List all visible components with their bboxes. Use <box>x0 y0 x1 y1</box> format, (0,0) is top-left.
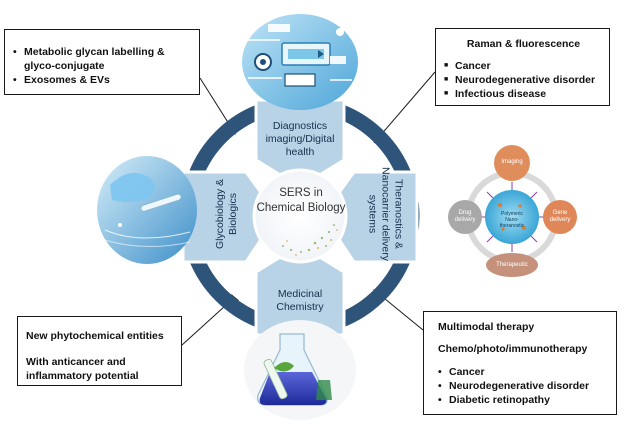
callout-item: Cancer <box>438 365 610 379</box>
callout-subtitle: Chemo/photo/immunotherapy <box>438 343 588 355</box>
segment-label-diagnostics: Diagnostics imaging/Digital health <box>265 120 335 158</box>
node-imaging <box>494 145 530 181</box>
callout-medicinal-chemistry: New phytochemical entities With anticanc… <box>17 316 182 386</box>
node-label-therapeutic: Therapeutic <box>496 262 528 268</box>
segment-label-glycobiology: Glycobiology & Biologics <box>214 178 239 250</box>
callout-theranostics: Multimodal therapy Chemo/photo/immunothe… <box>423 311 617 415</box>
node-therapeutic <box>486 253 538 277</box>
callout-diagnostics: Raman & fluorescence Cancer Neurodegener… <box>435 28 610 106</box>
center-circle <box>252 168 348 264</box>
diagnostics-image <box>242 14 358 110</box>
glycobiology-image <box>97 156 197 264</box>
callout-title: Raman & fluorescence <box>466 38 581 50</box>
callout-item: Neurodegenerative disorder <box>444 73 603 87</box>
node-label-gene-delivery: Gene delivery <box>549 210 571 223</box>
center-title: SERS in Chemical Biology <box>256 187 346 214</box>
raman-spectrum-dots-warm <box>286 229 338 256</box>
raman-spectrum-dots <box>282 224 335 253</box>
callout-glycobiology: Metabolic glycan labelling & glyco-conju… <box>4 29 200 95</box>
callout-item: Exosomes & EVs <box>13 73 193 87</box>
callout-line: With anticancer and inflammatory potenti… <box>26 356 139 382</box>
node-label-imaging: Imaging <box>501 159 523 165</box>
node-label-polymeric-core: Polymeric Nano-theranostic <box>499 211 525 229</box>
callout-item: Diabetic retinopathy <box>438 393 610 407</box>
callout-item: Metabolic glycan labelling & glyco-conju… <box>13 45 193 73</box>
segment-label-theranostics: Theranostics & Nanocarrier delivery syst… <box>366 167 405 261</box>
callout-item: Cancer <box>444 59 603 73</box>
node-drug-delivery <box>448 200 482 234</box>
node-label-drug-delivery: Drug delivery <box>454 210 476 223</box>
callout-title: Multimodal therapy <box>438 321 535 333</box>
node-gene-delivery <box>543 200 577 234</box>
callout-line: New phytochemical entities <box>26 330 164 342</box>
callout-item: Infectious disease <box>444 87 603 101</box>
callout-item: Neurodegenerative disorder <box>438 379 610 393</box>
nanocarrier-image <box>448 145 577 277</box>
segment-label-medicinal-chemistry: Medicinal Chemistry <box>276 288 324 313</box>
cargo-dots <box>498 203 526 231</box>
flask-image <box>244 320 356 420</box>
